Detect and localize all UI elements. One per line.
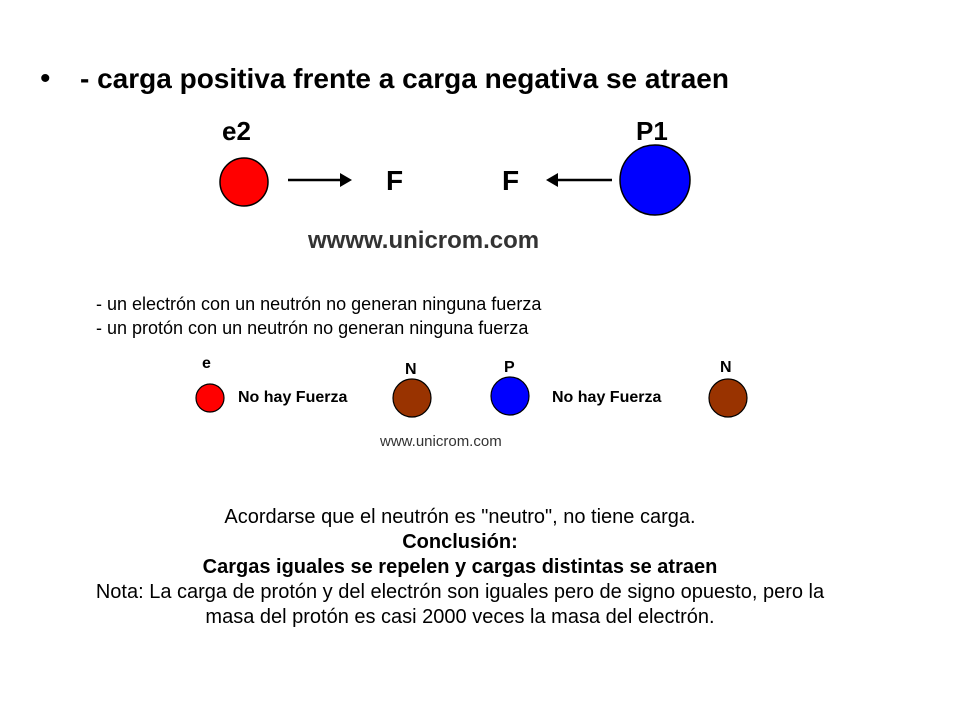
heading-row: • - carga positiva frente a carga negati… (40, 62, 729, 96)
no-force-label-1: No hay Fuerza (238, 389, 347, 406)
slide-heading: - carga positiva frente a carga negativa… (80, 63, 729, 94)
electron-circle (219, 157, 269, 207)
arrow-right-icon (288, 173, 352, 187)
conclusion-statement: Cargas iguales se repelen y cargas disti… (202, 556, 718, 578)
conclusion-title: Conclusión: (402, 531, 518, 553)
no-force-label-2: No hay Fuerza (552, 389, 661, 406)
note-line-1: - un electrón con un neutrón no generan … (96, 294, 542, 314)
neutron-label-1: N (405, 361, 417, 378)
force-label-right: F (502, 165, 519, 196)
force-label-left: F (386, 165, 403, 196)
neutron-reminder: Acordarse que el neutrón es "neutro", no… (224, 506, 696, 528)
neutron-circle-1 (392, 378, 432, 418)
electron-circle-2 (195, 383, 225, 413)
electron-label-2: e (202, 355, 211, 372)
proton-circle (619, 144, 691, 216)
attraction-figure: e2 F F (219, 116, 519, 207)
watermark-2: www.unicrom.com (379, 433, 502, 450)
proton-label-2: P (504, 359, 515, 376)
conclusion-note: Nota: La carga de protón y del electrón … (95, 581, 825, 628)
electron-label: e2 (222, 116, 251, 146)
bullet-icon: • (40, 62, 51, 95)
neutron-notes: - un electrón con un neutrón no generan … (96, 292, 541, 340)
arrow-left-icon (546, 173, 612, 187)
note-line-2: - un protón con un neutrón no generan ni… (96, 318, 529, 338)
conclusion-block: Acordarse que el neutrón es "neutro", no… (90, 505, 830, 630)
neutron-circle-2 (708, 378, 748, 418)
neutron-label-2: N (720, 359, 732, 376)
proton-circle-2 (490, 376, 530, 416)
attraction-figure-right: P1 wwww.unicrom.com (307, 116, 691, 254)
watermark-1: wwww.unicrom.com (307, 227, 539, 254)
proton-label-text: P1 (636, 116, 668, 146)
neutral-figure: e No hay Fuerza N P No hay Fuerza N www.… (195, 355, 748, 450)
